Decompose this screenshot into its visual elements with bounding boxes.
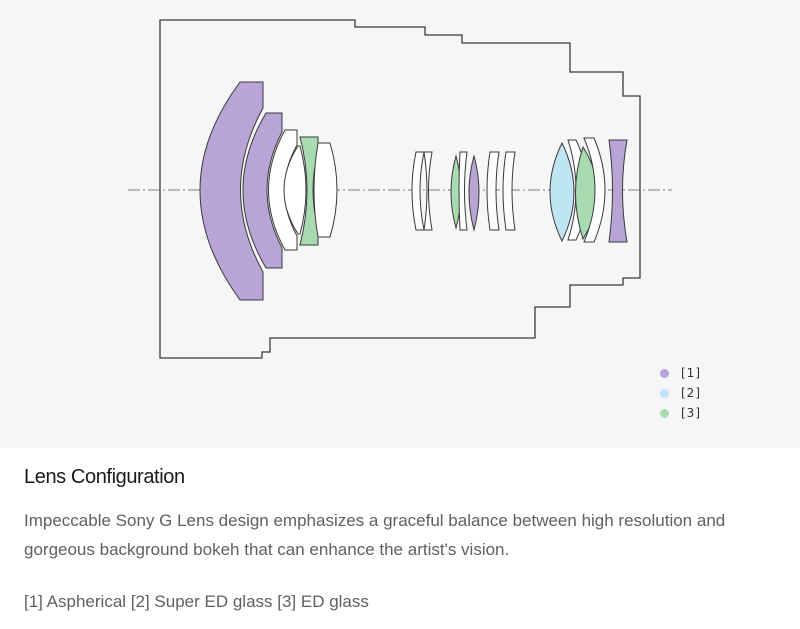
lens-element-8 [423,151,433,231]
legend-item-super-ed: [2] [660,383,701,403]
legend-label: [3] [681,406,701,420]
lens-element-6 [313,142,338,238]
lens-element-14-super-ed [549,141,575,243]
legend-label: [1] [681,366,701,380]
lens-element-7 [411,151,425,231]
lens-element-4 [283,145,307,235]
lens-element-2-aspherical [242,112,283,269]
legend-item-ed: [3] [660,403,701,423]
lens-element-18-aspherical [608,139,628,243]
lens-element-10 [458,151,468,231]
section-description: Impeccable Sony G Lens design emphasizes… [24,511,726,559]
diagram-legend: [1] [2] [3] [660,363,701,423]
lens-element-12 [486,151,500,231]
legend-item-aspherical: [1] [660,363,701,383]
lens-element-17 [583,137,606,243]
lens-element-11-aspherical [468,154,480,232]
legend-swatch-ed [660,408,669,418]
lens-element-13 [502,151,516,231]
lens-configuration-diagram [128,19,672,359]
glass-type-legend-text: [1] Aspherical [2] Super ED glass [3] ED… [24,592,369,611]
lens-diagram-panel: [1] [2] [3] [128,19,701,423]
legend-swatch-aspherical [660,368,669,378]
lens-barrel-outline [159,19,641,359]
legend-swatch-super-ed [660,388,669,398]
lens-element-1-aspherical [199,81,264,301]
legend-label: [2] [681,386,701,400]
section-title: Lens Configuration [24,466,185,488]
